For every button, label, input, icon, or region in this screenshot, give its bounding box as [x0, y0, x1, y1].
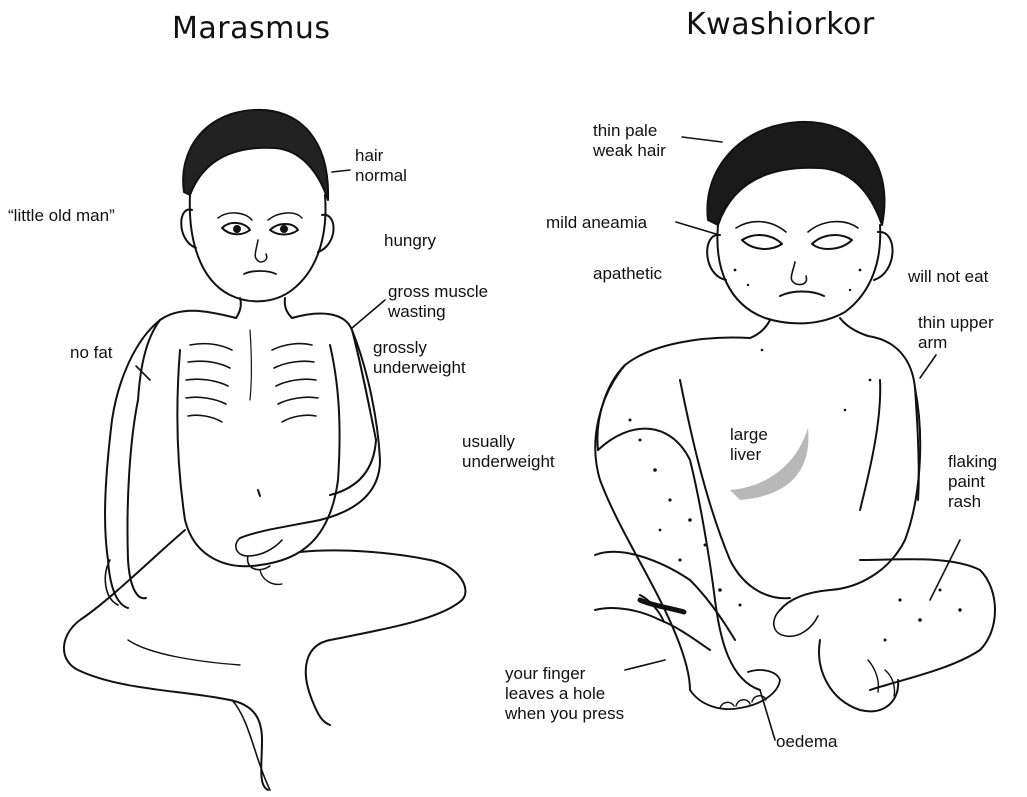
kwashiorkor-right-leg	[819, 559, 995, 711]
label-thin-upper-arm: thin upper arm	[918, 313, 994, 353]
marasmus-nose	[255, 240, 267, 262]
label-flaking-paint-rash: flaking paint rash	[948, 452, 997, 512]
kwashiorkor-hair	[707, 122, 884, 225]
label-gross-muscle-wasting: gross muscle wasting	[388, 282, 488, 322]
label-hungry: hungry	[384, 231, 436, 251]
kwashiorkor-left-leg	[595, 365, 760, 690]
kwashiorkor-title: Kwashiorkor	[686, 8, 875, 42]
label-thin-pale-weak-hair: thin pale weak hair	[593, 121, 666, 161]
marasmus-left-arm	[105, 320, 160, 608]
marasmus-hair	[183, 110, 328, 200]
label-usually-underweight: usually underweight	[462, 432, 555, 472]
examiner-hand	[595, 552, 735, 650]
kwashiorkor-mouth	[780, 292, 824, 297]
kwashiorkor-right-arm	[780, 388, 920, 610]
marasmus-child-drawing	[64, 110, 465, 790]
marasmus-title: Marasmus	[172, 12, 330, 46]
marasmus-torso	[138, 311, 376, 566]
label-mild-aneamia: mild aneamia	[546, 213, 647, 233]
kwashiorkor-foot	[690, 670, 780, 709]
label-hair-normal: hair normal	[355, 146, 407, 186]
marasmus-ribs	[186, 330, 318, 422]
kwashiorkor-left-eye	[742, 235, 782, 249]
label-little-old-man: “little old man”	[8, 206, 115, 226]
kwashiorkor-pointer-lines	[625, 137, 960, 740]
marasmus-pointer-lines	[136, 170, 385, 380]
marasmus-mouth	[244, 271, 276, 274]
kwashiorkor-right-eye	[812, 235, 852, 249]
label-your-finger-leaves-hole: your finger leaves a hole when you press	[505, 664, 624, 724]
label-will-not-eat: will not eat	[908, 267, 988, 287]
marasmus-head	[190, 195, 326, 301]
label-no-fat: no fat	[70, 343, 113, 363]
label-oedema: oedema	[776, 732, 837, 752]
label-large-liver: large liver	[730, 425, 768, 465]
label-apathetic: apathetic	[593, 264, 662, 284]
kwashiorkor-child-drawing	[595, 122, 995, 711]
label-grossly-underweight: grossly underweight	[373, 338, 466, 378]
